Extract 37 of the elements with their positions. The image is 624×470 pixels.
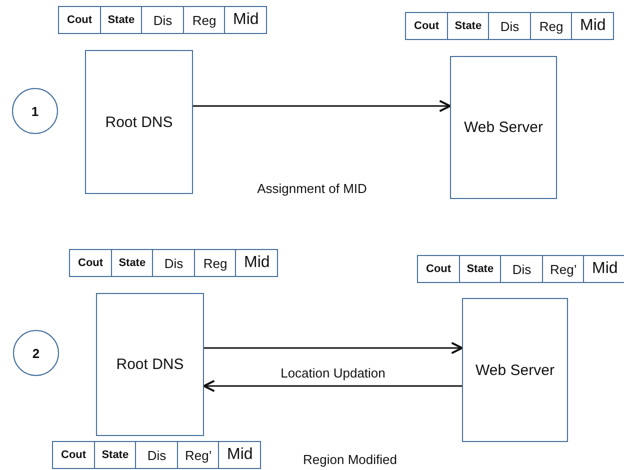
table-cell: State [458, 255, 502, 283]
process-box: Root DNS [85, 50, 193, 194]
caption-text: Region Modified [303, 452, 397, 467]
table-cell: State [100, 6, 143, 34]
table-cell: Cout [417, 255, 460, 283]
process-box: Root DNS [96, 293, 204, 436]
arrow [202, 380, 462, 392]
caption-text: Assignment of MID [257, 181, 367, 196]
table-cell: State [110, 249, 154, 277]
table-cell: Reg [530, 12, 573, 40]
table-cell: Cout [405, 12, 448, 40]
table-cell: State [446, 12, 490, 40]
edge-label: Location Updation [278, 366, 388, 380]
table-cell: Reg’ [176, 441, 220, 469]
table-cell: Reg [194, 249, 237, 277]
table-cell: Cout [52, 441, 96, 469]
table-cell: Mid [218, 441, 262, 469]
arrow [193, 100, 452, 112]
table-cell: State [94, 441, 137, 469]
table-cell: Mid [583, 255, 624, 283]
table-cell: Reg [182, 6, 226, 34]
process-box: Web Server [450, 56, 557, 199]
table-cell: Dis [152, 249, 196, 277]
table-cell: Cout [58, 6, 102, 34]
step-number-circle: 1 [12, 88, 58, 134]
table-cell: Dis [141, 6, 184, 34]
table-cell: Dis [135, 441, 178, 469]
table-cell: Dis [488, 12, 532, 40]
table-cell: Dis [500, 255, 544, 283]
table-cell: Mid [235, 249, 278, 277]
table-cell: Reg’ [542, 255, 585, 283]
table-cell: Mid [224, 6, 268, 34]
table-cell: Mid [571, 12, 614, 40]
step-number-circle: 2 [13, 330, 59, 376]
process-box: Web Server [462, 298, 568, 442]
arrow [204, 342, 464, 354]
table-cell: Cout [69, 249, 112, 277]
